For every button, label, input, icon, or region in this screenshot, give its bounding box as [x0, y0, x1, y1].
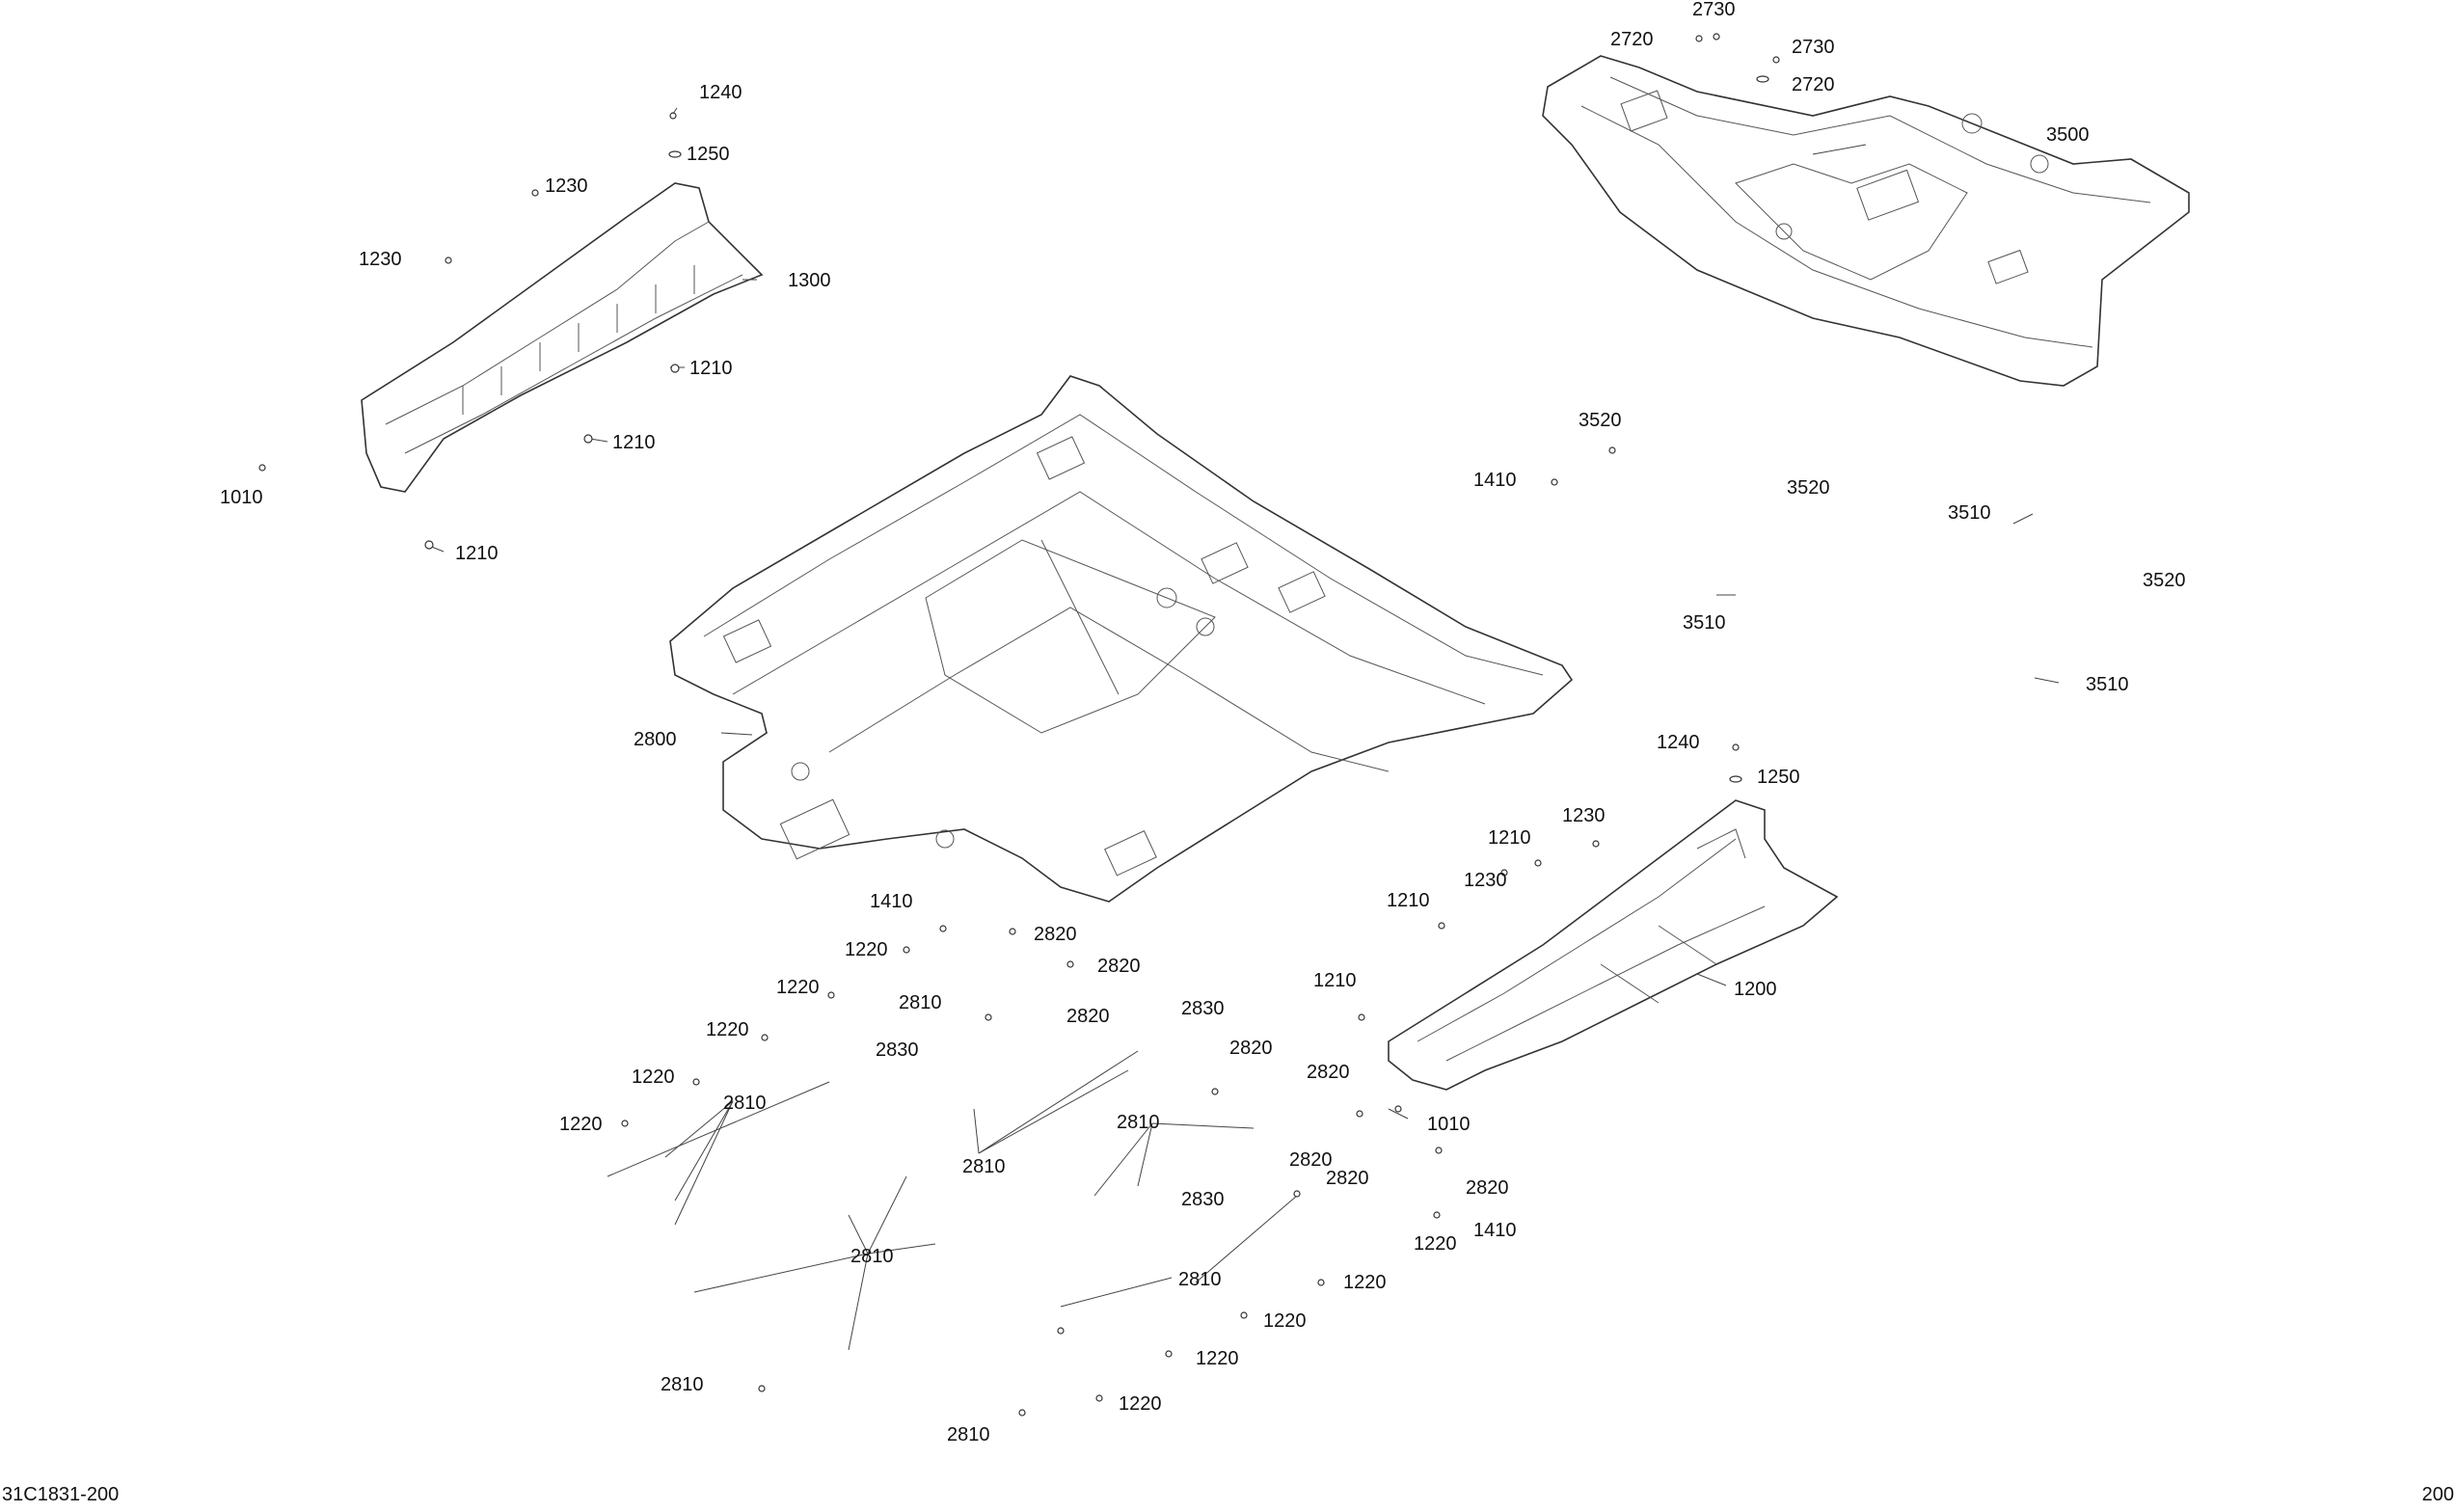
- callout-1250: 1250: [1757, 767, 1800, 788]
- page-code: 200: [2421, 1484, 2454, 1505]
- callout-1220: 1220: [1196, 1348, 1239, 1369]
- callout-1200: 1200: [1734, 979, 1777, 1000]
- callout-2820: 2820: [1066, 1006, 1110, 1027]
- callout-2720: 2720: [1792, 74, 1835, 95]
- callout-3510: 3510: [1948, 502, 1991, 524]
- callout-2810: 2810: [1178, 1269, 1222, 1290]
- callout-2820: 2820: [1229, 1038, 1273, 1059]
- callout-1010: 1010: [220, 487, 263, 508]
- callout-2820: 2820: [1307, 1062, 1350, 1083]
- callout-1210: 1210: [1313, 970, 1357, 991]
- callout-1220: 1220: [1119, 1393, 1162, 1415]
- callout-1240: 1240: [1657, 732, 1700, 753]
- callout-1300: 1300: [788, 270, 831, 291]
- leader-lines: [428, 144, 2060, 1351]
- callout-3520: 3520: [2143, 570, 2186, 591]
- callout-2830: 2830: [876, 1040, 919, 1061]
- callout-1220: 1220: [632, 1066, 675, 1088]
- skid-plate-rear[interactable]: [1542, 55, 2190, 387]
- callout-2820: 2820: [1289, 1149, 1333, 1171]
- floor-pan-main[interactable]: [669, 375, 1574, 903]
- callout-1220: 1220: [559, 1114, 603, 1135]
- callout-1220: 1220: [776, 977, 820, 998]
- callout-1410: 1410: [1473, 1220, 1517, 1241]
- callout-2720: 2720: [1610, 29, 1654, 50]
- callout-3520: 3520: [1787, 477, 1830, 499]
- callout-2820: 2820: [1097, 956, 1141, 977]
- callout-2730: 2730: [1692, 0, 1736, 20]
- callout-2810: 2810: [723, 1093, 767, 1114]
- callout-1220: 1220: [845, 939, 888, 960]
- callout-2820: 2820: [1034, 924, 1077, 945]
- callout-1010: 1010: [1427, 1114, 1471, 1135]
- callout-2810: 2810: [1117, 1112, 1160, 1133]
- callout-1250: 1250: [687, 144, 730, 165]
- fasteners: [258, 33, 1780, 1417]
- callout-3510: 3510: [2086, 674, 2129, 695]
- callout-1210: 1210: [455, 543, 499, 564]
- callout-labels: 2730 2720 2730 2720 3500 1240 1250 1230 …: [220, 0, 2186, 1445]
- callout-1220: 1220: [1263, 1310, 1307, 1332]
- callout-2830: 2830: [1181, 998, 1225, 1019]
- callout-1210: 1210: [1387, 890, 1430, 911]
- callout-2810: 2810: [661, 1374, 704, 1395]
- callout-2820: 2820: [1466, 1177, 1509, 1199]
- callout-2810: 2810: [962, 1156, 1006, 1177]
- callout-1230: 1230: [1464, 870, 1507, 891]
- illustration-code: 31C1831-200: [2, 1484, 120, 1505]
- callout-1230: 1230: [359, 249, 402, 270]
- callout-1210: 1210: [1488, 827, 1531, 849]
- callout-3520: 3520: [1579, 410, 1622, 431]
- callout-1410: 1410: [1473, 470, 1517, 491]
- callout-1410: 1410: [870, 891, 913, 912]
- side-rail-right[interactable]: [1388, 799, 1839, 1091]
- callout-1210: 1210: [689, 358, 733, 379]
- callout-2810: 2810: [850, 1246, 894, 1267]
- side-rail-left[interactable]: [361, 182, 764, 493]
- callout-1220: 1220: [706, 1019, 749, 1040]
- callout-2810: 2810: [899, 992, 942, 1013]
- callout-1230: 1230: [1562, 805, 1606, 826]
- callout-1210: 1210: [612, 432, 656, 453]
- callout-1220: 1220: [1343, 1272, 1387, 1293]
- callout-1220: 1220: [1414, 1233, 1457, 1255]
- callout-2800: 2800: [634, 729, 677, 750]
- callout-2820: 2820: [1326, 1168, 1369, 1189]
- callout-2830: 2830: [1181, 1189, 1225, 1210]
- callout-2730: 2730: [1792, 37, 1835, 58]
- callout-1240: 1240: [699, 82, 742, 103]
- callout-1230: 1230: [545, 176, 588, 197]
- callout-3500: 3500: [2046, 124, 2090, 146]
- callout-2810: 2810: [947, 1424, 990, 1445]
- callout-3510: 3510: [1683, 612, 1726, 634]
